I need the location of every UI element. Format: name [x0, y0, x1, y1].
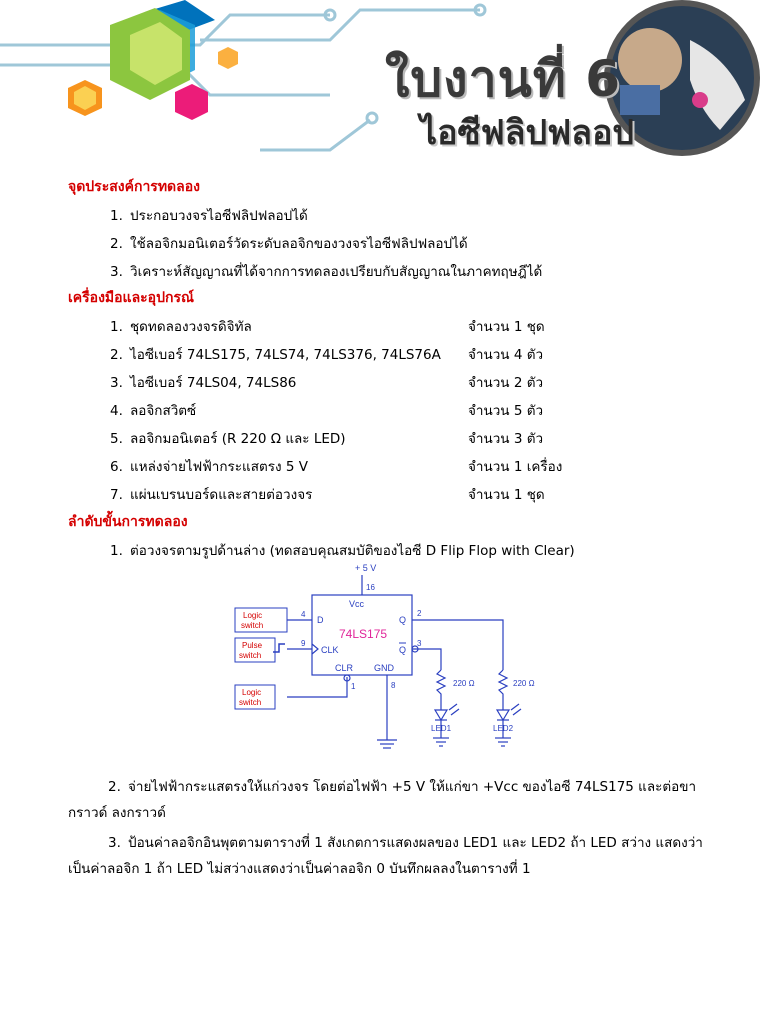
procedure-heading: ลำดับขั้นการทดลอง [68, 514, 188, 530]
led-2-label: LED2 [493, 724, 514, 733]
header-banner: ใบงานที่ 6 ไอซีฟลิปฟลอป [0, 0, 768, 165]
equipment-item: 5. ลอจิกมอนิเตอร์ (R 220 Ω และ LED) [110, 427, 346, 449]
logic-switch-label: Logic [242, 688, 261, 697]
objective-item: 1. ประกอบวงจรไอซีฟลิปฟลอปได้ [110, 204, 308, 226]
item-number: 1. [110, 543, 123, 559]
equipment-qty: จำนวน 1 เครื่อง [468, 459, 563, 475]
equipment-qty: จำนวน 4 ตัว [468, 347, 544, 363]
item-text: ใช้ลอจิกมอนิเตอร์วัดระดับลอจิกของวงจรไอซ… [130, 236, 468, 252]
pin-number: 9 [301, 639, 306, 648]
pin-gnd-label: GND [374, 663, 395, 673]
item-text: วิเคราะห์สัญญาณที่ได้จากการทดลองเปรียบกั… [130, 264, 543, 280]
item-text: ลอจิกสวิตซ์ [130, 403, 197, 419]
resistor-2-label: 220 Ω [513, 679, 535, 688]
pin-vcc-label: Vcc [349, 599, 365, 609]
circuit-trace-decoration [0, 3, 487, 152]
pin-number: 4 [301, 610, 306, 619]
pin-d-label: D [317, 615, 324, 625]
pin-q-label: Q [399, 615, 406, 625]
item-number: 2. [110, 236, 123, 252]
pulse-switch-label: switch [239, 651, 261, 660]
resistor-1-label: 220 Ω [453, 679, 475, 688]
header-artwork [0, 0, 760, 156]
pulse-switch-label: Pulse [242, 641, 263, 650]
page-subtitle: ไอซีฟลิปฟลอป [420, 113, 634, 153]
item-text: ประกอบวงจรไอซีฟลิปฟลอปได้ [130, 208, 308, 224]
equipment-item: 4. ลอจิกสวิตซ์ [110, 399, 196, 421]
item-number: 3. [108, 835, 121, 851]
procedure-step-2: 2.จ่ายไฟฟ้ากระแสตรงให้แก่วงจร โดยต่อไฟฟ้… [68, 774, 708, 826]
pink-hexagon-decoration [175, 84, 208, 120]
item-text: แหล่งจ่ายไฟฟ้ากระแสตรง 5 V [130, 459, 308, 475]
pin-qbar-label: Q [399, 645, 406, 655]
objective-item: 3. วิเคราะห์สัญญาณที่ได้จากการทดลองเปรียบ… [110, 260, 542, 282]
equipment-item: 2. ไอซีเบอร์ 74LS175, 74LS74, 74LS376, 74… [110, 343, 441, 365]
item-number: 3. [110, 264, 123, 280]
pin-number: 16 [366, 583, 375, 592]
pin-clr-label: CLR [335, 663, 354, 673]
pin-number: 1 [351, 682, 356, 691]
circuit-diagram: + 5 V 16 Vcc D 4 CLK 9 CLR 1 GND 8 Q 2 Q… [234, 563, 535, 749]
equipment-heading: เครื่องมือและอุปกรณ์ [68, 290, 194, 306]
pin-clk-label: CLK [321, 645, 339, 655]
logic-switch-box [234, 607, 288, 633]
item-text: จ่ายไฟฟ้ากระแสตรงให้แก่วงจร โดยต่อไฟฟ้า … [68, 779, 697, 821]
item-number: 4. [110, 403, 123, 419]
item-text: ลอจิกมอนิเตอร์ (R 220 Ω และ LED) [130, 431, 346, 447]
equipment-qty: จำนวน 5 ตัว [468, 403, 544, 419]
pin-number: 8 [391, 681, 396, 690]
equipment-item: 7. แผ่นเบรนบอร์ดและสายต่อวงจร [110, 483, 312, 505]
objective-heading: จุดประสงค์การทดลอง [68, 179, 200, 195]
procedure-step-1: 1. ต่อวงจรตามรูปด้านล่าง (ทดสอบคุณสมบัติข… [110, 539, 575, 561]
pin-number: 3 [417, 639, 422, 648]
logic-switch-label: switch [239, 698, 261, 707]
equipment-item: 6. แหล่งจ่ายไฟฟ้ากระแสตรง 5 V [110, 455, 308, 477]
pulse-switch-box [234, 637, 276, 663]
page-title: ใบงานที่ 6 [385, 50, 621, 108]
item-number: 3. [110, 375, 123, 391]
logic-switch-label: Logic [243, 611, 262, 620]
equipment-qty: จำนวน 3 ตัว [468, 431, 544, 447]
item-text: ไอซีเบอร์ 74LS04, 74LS86 [130, 375, 297, 391]
equipment-item: 3. ไอซีเบอร์ 74LS04, 74LS86 [110, 371, 296, 393]
equipment-qty: จำนวน 1 ชุด [468, 319, 545, 335]
logic-switch-label: switch [241, 621, 263, 630]
item-text: ต่อวงจรตามรูปด้านล่าง (ทดสอบคุณสมบัติของ… [130, 543, 575, 559]
item-number: 2. [108, 779, 121, 795]
item-number: 1. [110, 319, 123, 335]
pin-number: 2 [417, 609, 422, 618]
item-number: 6. [110, 459, 123, 475]
item-number: 2. [110, 347, 123, 363]
equipment-item: 1. ชุดทดลองวงจรดิจิทัล [110, 315, 252, 337]
objective-item: 2. ใช้ลอจิกมอนิเตอร์วัดระดับลอจิกของวงจรไ… [110, 232, 468, 254]
item-number: 5. [110, 431, 123, 447]
item-text: แผ่นเบรนบอร์ดและสายต่อวงจร [130, 487, 313, 503]
item-text: ไอซีเบอร์ 74LS175, 74LS74, 74LS376, 74LS… [130, 347, 441, 363]
item-text: ป้อนค่าลอจิกอินพุตตามตารางที่ 1 สังเกตกา… [68, 835, 703, 877]
led-1-label: LED1 [431, 724, 452, 733]
equipment-qty: จำนวน 1 ชุด [468, 487, 545, 503]
procedure-step-3: 3.ป้อนค่าลอจิกอินพุตตามตารางที่ 1 สังเกต… [68, 830, 708, 882]
equipment-qty: จำนวน 2 ตัว [468, 375, 544, 391]
item-number: 7. [110, 487, 123, 503]
logic-switch-box [234, 684, 276, 710]
chip-label: 74LS175 [339, 627, 387, 641]
cube-decoration [145, 0, 215, 35]
item-number: 1. [110, 208, 123, 224]
vcc-label: + 5 V [355, 563, 376, 573]
item-text: ชุดทดลองวงจรดิจิทัล [130, 319, 252, 335]
